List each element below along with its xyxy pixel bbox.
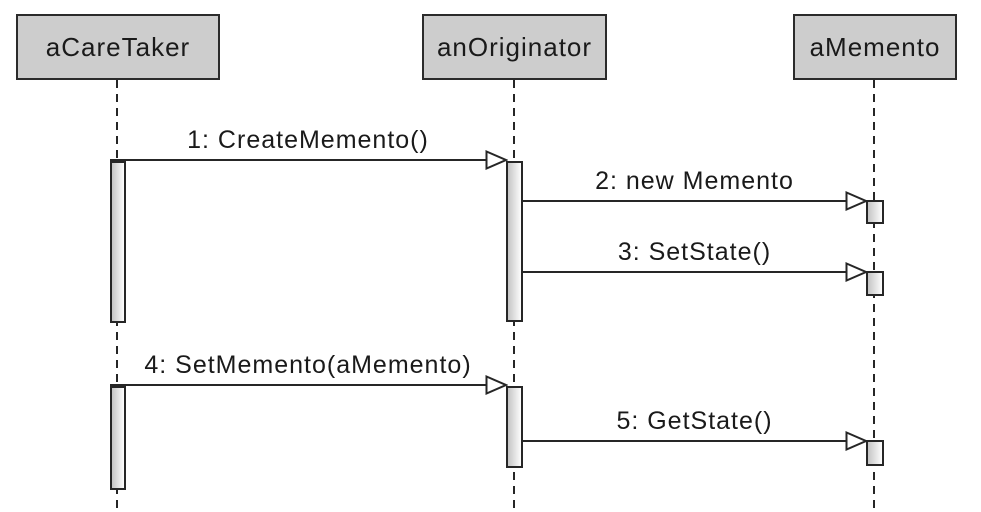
activation-bar-amemento-3 [866,440,884,466]
message-line [523,200,866,202]
lifeline-label: aCareTaker [45,31,191,62]
message-label: 2: new Memento [595,167,794,195]
message-line [110,384,506,386]
open-arrowhead-icon [845,262,868,282]
message-line [110,159,506,161]
message-3-set-state: 3: SetState() [523,238,868,282]
open-arrowhead-icon [485,150,508,170]
lifeline-label: anOriginator [436,31,593,62]
message-label: 5: GetState() [616,407,773,435]
activation-bar-acaretaker-2 [110,386,126,490]
open-arrowhead-icon [485,375,508,395]
message-line [523,440,866,442]
message-label: 4: SetMemento(aMemento) [144,351,472,379]
message-label: 1: CreateMemento() [187,126,429,154]
activation-bar-anoriginator-2 [506,386,523,468]
lifeline-head-acaretaker: aCareTaker [16,14,220,80]
message-label: 3: SetState() [617,238,772,266]
message-5-get-state: 5: GetState() [523,407,868,451]
activation-bar-amemento-1 [866,200,884,224]
open-arrowhead-icon [845,191,868,211]
message-line [523,271,866,273]
activation-bar-amemento-2 [866,271,884,296]
activation-bar-acaretaker-1 [110,161,126,323]
lifeline-label: aMemento [809,31,941,62]
message-4-set-memento: 4: SetMemento(aMemento) [110,351,508,395]
message-1-create-memento: 1: CreateMemento() [110,126,508,170]
lifeline-amemento [873,80,875,512]
open-arrowhead-icon [845,431,868,451]
activation-bar-anoriginator-1 [506,161,523,322]
lifeline-head-anoriginator: anOriginator [422,14,607,80]
message-2-new-memento: 2: new Memento [523,167,868,211]
lifeline-head-amemento: aMemento [793,14,957,80]
